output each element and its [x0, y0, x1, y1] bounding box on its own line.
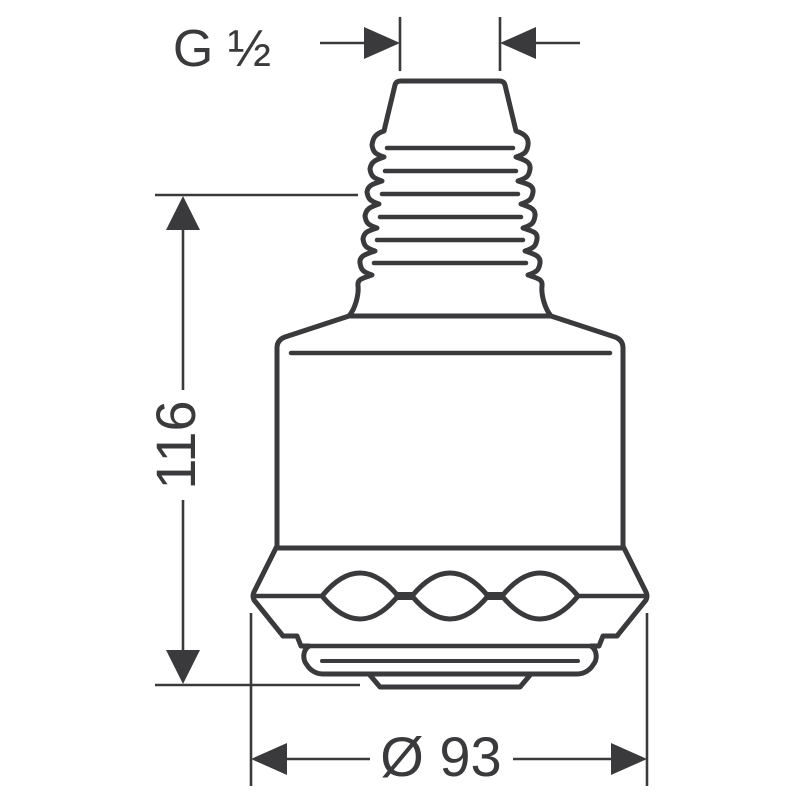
arrow-left-icon [500, 27, 536, 59]
arrow-down-icon [166, 650, 200, 684]
fitting-contour [250, 78, 650, 677]
decorative-band [251, 570, 649, 622]
arrow-left-icon [251, 743, 287, 775]
height-label: 116 [144, 400, 207, 489]
stepped-base [298, 643, 602, 690]
lens-ornament [409, 570, 491, 622]
foot-outline [366, 671, 534, 690]
thread-size-label: G ½ [173, 20, 271, 78]
diameter-label: Ø 93 [380, 725, 501, 788]
thread-ridge-lines [371, 145, 529, 266]
arrow-up-icon [166, 196, 200, 230]
lens-ornament [499, 570, 581, 622]
height-dimension: 116 [144, 193, 360, 687]
lens-ornament [319, 570, 401, 622]
diameter-dimension: Ø 93 [249, 613, 649, 788]
thread-dimension: G ½ [173, 17, 580, 78]
arrow-right-icon [364, 27, 400, 59]
fitting-outline [250, 78, 650, 690]
arrow-right-icon [611, 743, 647, 775]
